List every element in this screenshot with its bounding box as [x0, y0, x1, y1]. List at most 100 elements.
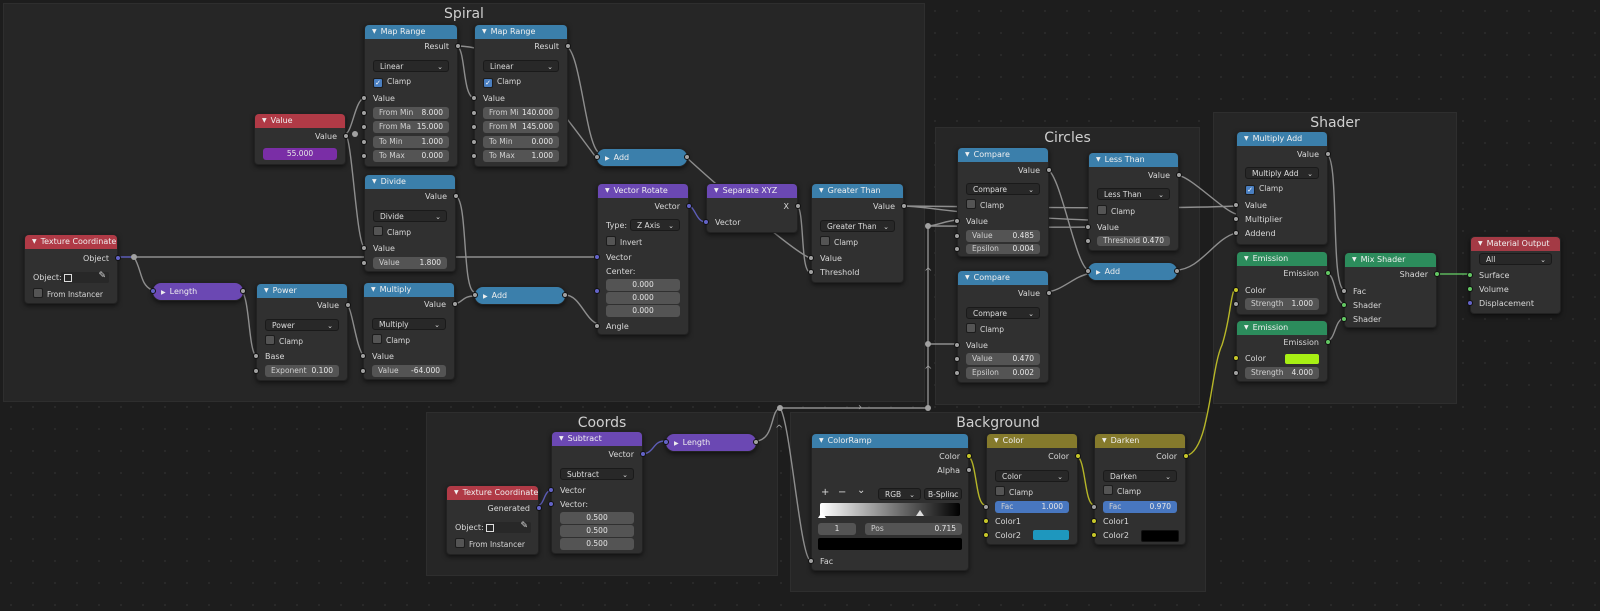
node-header[interactable]: ▶Add	[475, 287, 565, 305]
input-socket[interactable]	[361, 124, 367, 130]
blend-mode-dropdown[interactable]: Darken⌄	[1103, 470, 1177, 482]
remove-stop-button[interactable]: −	[838, 487, 847, 498]
input-socket[interactable]	[360, 368, 366, 374]
texture-coordinate-node[interactable]: ▼Texture Coordinate Generated Object: ✎ …	[446, 485, 542, 555]
clamp-checkbox[interactable]: Clamp	[1103, 485, 1141, 497]
node-header[interactable]: ▼Darken	[1095, 434, 1185, 448]
collapse-icon[interactable]: ▼	[454, 489, 459, 496]
value-node[interactable]: ▼Value Value 55.000	[254, 113, 349, 165]
output-socket[interactable]	[901, 203, 907, 209]
target-dropdown[interactable]: All⌄	[1479, 253, 1552, 265]
less-than-node[interactable]: ▼Less Than Value Less Than⌄ Clamp Value …	[1085, 152, 1182, 251]
output-socket[interactable]	[345, 302, 351, 308]
input-socket[interactable]	[471, 153, 477, 159]
input-socket[interactable]	[1091, 504, 1097, 510]
collapse-icon[interactable]: ▼	[714, 187, 719, 194]
input-socket[interactable]	[361, 260, 367, 266]
multiply-node[interactable]: ▼Multiply Value Multiply⌄ Clamp Value Va…	[360, 282, 458, 380]
center-y-field[interactable]: 0.000	[606, 292, 680, 304]
vector-z-field[interactable]: 0.500	[560, 538, 634, 550]
compare-node[interactable]: ▼Compare Value Compare⌄ Clamp Value Valu…	[954, 270, 1052, 383]
node-header[interactable]: ▼Mix Shader	[1345, 253, 1436, 267]
value-field[interactable]: 55.000	[263, 148, 337, 160]
from-instancer-checkbox[interactable]: From Instancer	[455, 538, 525, 550]
output-socket[interactable]	[1434, 271, 1440, 277]
input-socket[interactable]	[663, 439, 669, 445]
output-socket[interactable]	[640, 451, 646, 457]
node-header[interactable]: ▼Emission	[1237, 252, 1327, 266]
color-swatch[interactable]	[1285, 354, 1319, 364]
input-socket[interactable]	[150, 288, 156, 294]
operation-dropdown[interactable]: Less Than⌄	[1097, 188, 1170, 200]
greater-than-node[interactable]: ▼Greater Than Value Greater Than⌄ Clamp …	[808, 183, 907, 283]
input-socket[interactable]	[1085, 268, 1091, 274]
input-socket[interactable]	[1341, 302, 1347, 308]
output-socket[interactable]	[452, 301, 458, 307]
map-range-node[interactable]: ▼Map Range Result Linear⌄ ✓Clamp Value F…	[471, 24, 571, 167]
expand-icon[interactable]: ▶	[161, 289, 166, 296]
node-header[interactable]: ▼Subtract	[552, 432, 642, 446]
output-socket[interactable]	[1183, 453, 1189, 459]
reroute-dot[interactable]	[352, 131, 358, 137]
input-socket[interactable]	[361, 95, 367, 101]
input-socket[interactable]	[808, 558, 814, 564]
output-socket[interactable]	[1174, 268, 1180, 274]
operation-dropdown[interactable]: Compare⌄	[966, 183, 1040, 195]
input-socket[interactable]	[594, 154, 600, 160]
input-socket[interactable]	[703, 219, 709, 225]
node-header[interactable]: ▼Emission	[1237, 321, 1327, 335]
output-socket[interactable]	[240, 288, 246, 294]
input-socket[interactable]	[1233, 370, 1239, 376]
collapse-icon[interactable]: ▼	[819, 437, 824, 444]
output-socket[interactable]	[565, 43, 571, 49]
center-z-field[interactable]: 0.000	[606, 305, 680, 317]
reroute-dot[interactable]	[925, 405, 931, 411]
collapse-icon[interactable]: ▼	[1244, 255, 1249, 262]
expand-icon[interactable]: ▶	[674, 440, 679, 447]
node-header[interactable]: ▼Map Range	[365, 25, 457, 39]
node-header[interactable]: ▼Value	[255, 114, 345, 128]
object-field[interactable]: ✎	[61, 271, 109, 283]
color2-swatch[interactable]	[1141, 530, 1179, 542]
input-socket[interactable]	[954, 218, 960, 224]
length-node[interactable]: ▶Length	[663, 433, 759, 452]
input-socket[interactable]	[361, 153, 367, 159]
input-socket[interactable]	[1341, 288, 1347, 294]
node-header[interactable]: ▼Less Than	[1089, 153, 1178, 167]
input-socket[interactable]	[253, 353, 259, 359]
input-socket[interactable]	[471, 95, 477, 101]
stop-color-swatch[interactable]	[818, 538, 962, 550]
node-header[interactable]: ▼ColorRamp	[812, 434, 968, 448]
vector-x-field[interactable]: 0.500	[560, 512, 634, 524]
input-socket[interactable]	[1091, 532, 1097, 538]
node-header[interactable]: ▼Material Output	[1471, 237, 1560, 251]
node-header[interactable]: ▶Length	[153, 283, 243, 301]
operation-dropdown[interactable]: Subtract⌄	[560, 468, 634, 480]
collapse-icon[interactable]: ▼	[1352, 256, 1357, 263]
collapse-icon[interactable]: ▼	[1244, 135, 1249, 142]
input-socket[interactable]	[954, 246, 960, 252]
clamp-checkbox[interactable]: ✓Clamp	[483, 76, 521, 88]
collapse-icon[interactable]: ▼	[32, 238, 37, 245]
eyedropper-icon[interactable]: ✎	[98, 271, 106, 281]
input-socket[interactable]	[472, 292, 478, 298]
operation-dropdown[interactable]: Compare⌄	[966, 307, 1040, 319]
separate-xyz-node[interactable]: ▼Separate XYZ X Vector	[703, 183, 801, 233]
clamp-checkbox[interactable]: Clamp	[966, 199, 1004, 211]
collapse-icon[interactable]: ▼	[1102, 437, 1107, 444]
input-socket[interactable]	[983, 532, 989, 538]
color-mode-dropdown[interactable]: RGB⌄	[878, 488, 921, 500]
input-socket[interactable]	[361, 245, 367, 251]
output-socket[interactable]	[115, 255, 121, 261]
